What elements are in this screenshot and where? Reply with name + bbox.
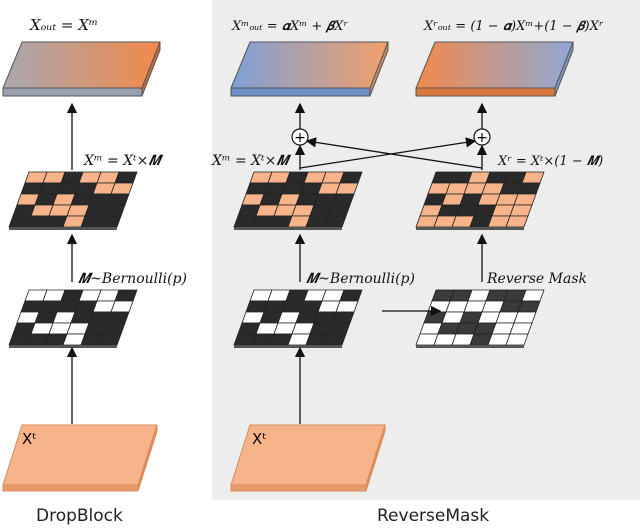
grid-cell [335, 300, 359, 313]
grid-cell [106, 311, 130, 324]
grid-cell [106, 193, 130, 206]
xm-grid-left [8, 171, 138, 230]
arrow-xr-cross-to-plus-mid [305, 137, 483, 169]
mask-grid-left [8, 289, 138, 348]
xt-label-right: Xᵗ [252, 430, 267, 448]
grid-edge [9, 345, 117, 348]
grid-cell [331, 311, 355, 324]
grid-cell [335, 182, 359, 195]
label-xr-right: Xʳ = Xᵗ×(1 − 𝑴) [497, 154, 603, 169]
grid-edge [416, 345, 524, 348]
grid-cell [114, 171, 138, 184]
grid-cell [513, 311, 537, 324]
grid-cell [98, 215, 122, 228]
xr-grid-right [415, 171, 545, 230]
label-bernoulli-left: 𝑴~Bernoulli(p) [78, 271, 187, 287]
grid-cell [327, 204, 351, 217]
grid-cell [323, 333, 347, 346]
label-out-right: Xʳₒᵤₜ = (1 − 𝜶)Xᵐ+(1 − 𝜷)Xʳ [423, 19, 604, 34]
label-xm-left: Xᵐ = Xᵗ×𝑴 [83, 153, 163, 169]
grid-cell [110, 182, 134, 195]
plus-circle-right: + [473, 128, 491, 146]
grid-cell [110, 300, 134, 313]
label-xm-right: Xᵐ = Xᵗ×𝑴 [211, 153, 291, 169]
output-slab-right [415, 41, 574, 97]
grid-cell [505, 215, 529, 228]
grid-cell [521, 171, 545, 184]
grid-cell [517, 300, 541, 313]
grid-cell [327, 322, 351, 335]
output-slab-left [2, 41, 161, 97]
grid-cell [509, 204, 533, 217]
grid-cell [323, 215, 347, 228]
caption-dropblock: DropBlock [36, 506, 123, 526]
input-slab-left [2, 424, 158, 492]
input-slab-right [230, 424, 386, 492]
grid-cell [339, 171, 363, 184]
arrow-xm-cross-to-plus-right [299, 137, 477, 169]
grid-cell [102, 204, 126, 217]
grid-cell [339, 289, 363, 302]
xt-label-left: Xᵗ [22, 430, 37, 448]
grid-edge [9, 227, 117, 230]
caption-reversemask: ReverseMask [377, 506, 490, 526]
grid-edge [416, 227, 524, 230]
grid-cell [114, 289, 138, 302]
plus-sign-right: + [476, 130, 488, 146]
grid-cell [517, 182, 541, 195]
grid-cell [102, 322, 126, 335]
grid-cell [505, 333, 529, 346]
grid-edge [234, 227, 342, 230]
mask-grid-right [233, 289, 363, 348]
grid-cell [331, 193, 355, 206]
xm-grid-right [233, 171, 363, 230]
label-reverse-mask: Reverse Mask [486, 271, 587, 287]
plus-circle-mid: + [291, 128, 309, 146]
plus-sign-mid: + [294, 130, 306, 146]
label-bernoulli-right: 𝑴~Bernoulli(p) [306, 271, 415, 287]
reverse-mask-grid [415, 289, 545, 348]
grid-cell [521, 289, 545, 302]
grid-cell [513, 193, 537, 206]
output-slab-mid [230, 41, 389, 97]
label-out-mid: Xᵐₒᵤₜ = 𝜶Xᵐ + 𝜷Xʳ [231, 19, 348, 34]
grid-edge [234, 345, 342, 348]
label-out-left: Xₒᵤₜ = Xᵐ [29, 16, 98, 34]
grid-cell [98, 333, 122, 346]
grid-cell [509, 322, 533, 335]
arrows [66, 102, 488, 424]
